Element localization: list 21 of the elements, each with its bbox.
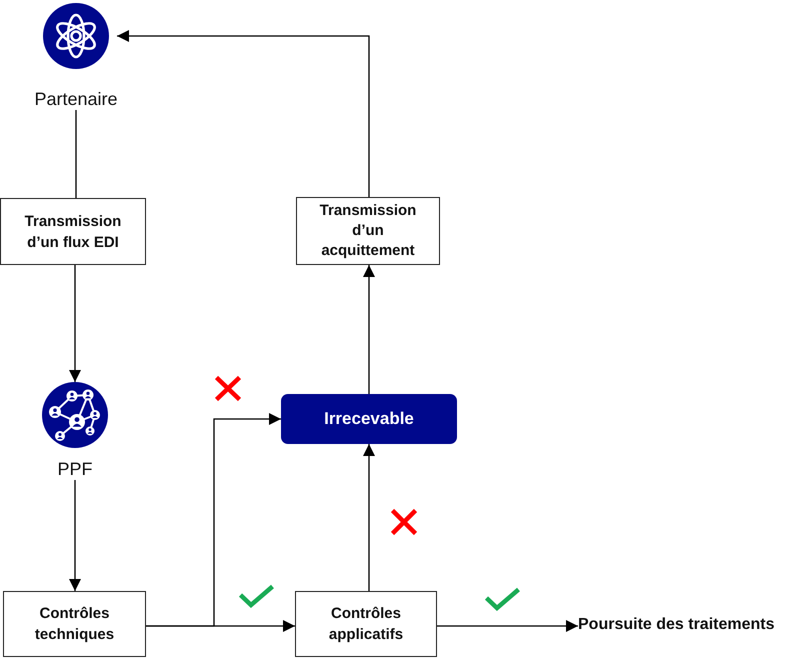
process-box — [295, 591, 437, 657]
arrow — [117, 30, 370, 197]
arrow — [69, 480, 81, 591]
box-label: Contrôles applicatifs — [328, 604, 404, 645]
process-box — [296, 197, 440, 265]
process-box — [3, 591, 146, 657]
connector-line — [75, 110, 77, 198]
arrow — [437, 620, 578, 632]
node-label: Partenaire — [34, 88, 118, 110]
arrow — [363, 265, 375, 394]
arrow — [363, 444, 375, 591]
box-label: Transmission d’un acquittement — [318, 201, 418, 261]
process-box — [0, 198, 146, 265]
arrow — [69, 265, 81, 382]
end-label: Poursuite des traitements — [578, 614, 774, 636]
box-label: Contrôles techniques — [34, 604, 116, 645]
node-label: PPF — [57, 458, 92, 480]
box-label: Irrecevable — [324, 409, 414, 429]
status-box — [281, 394, 457, 444]
arrow — [146, 413, 281, 627]
box-label: Transmission d’un flux EDI — [24, 212, 122, 252]
